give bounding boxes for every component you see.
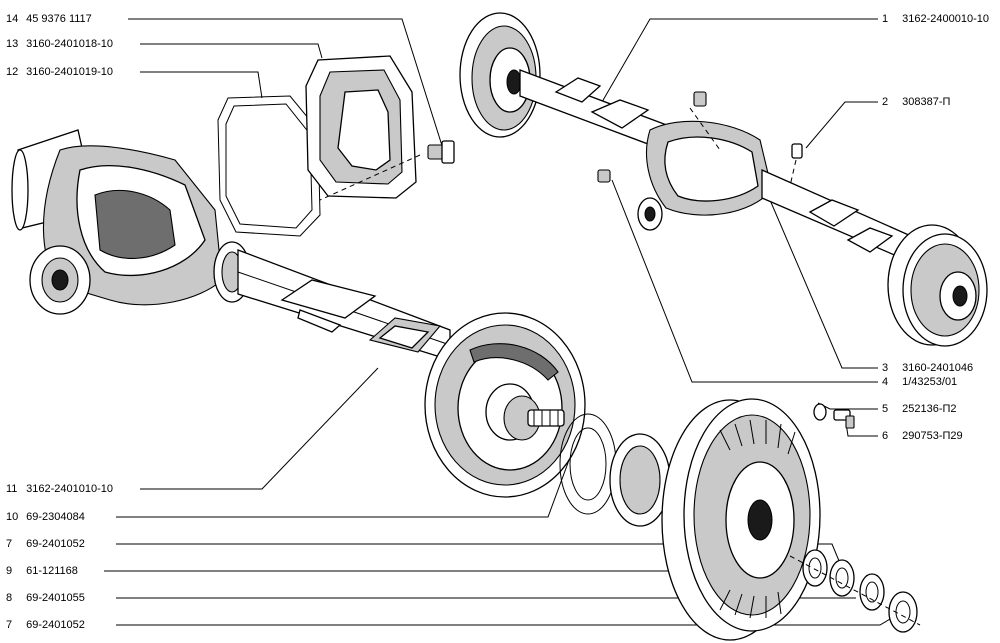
hub-nut-set bbox=[802, 549, 918, 633]
callout-5: 5 252136-П2 bbox=[882, 403, 957, 415]
cover-gasket bbox=[217, 95, 321, 237]
part-code: 3160-2401019-10 bbox=[26, 66, 113, 78]
part-code: 252136-П2 bbox=[902, 403, 957, 415]
part-code: 69-2304084 bbox=[26, 511, 85, 523]
callout-2: 2 308387-П bbox=[882, 96, 951, 108]
callout-10: 10 69-2304084 bbox=[6, 511, 85, 523]
brake-drum bbox=[661, 398, 821, 641]
oil-seal bbox=[609, 433, 671, 527]
callout-6: 6 290753-П29 bbox=[882, 430, 963, 442]
callout-3: 3 3160-2401046 bbox=[882, 362, 974, 374]
callout-12: 12 3160-2401019-10 bbox=[6, 66, 113, 78]
callout-8: 8 69-2401055 bbox=[6, 592, 85, 604]
hub-gasket bbox=[559, 413, 617, 515]
part-code: 3162-2400010-10 bbox=[902, 13, 989, 25]
part-code: 69-2401052 bbox=[26, 538, 85, 550]
rear-axle-housing-large bbox=[11, 129, 451, 361]
part-code: 3160-2401046 bbox=[902, 362, 974, 374]
part-code: 45 9376 1117 bbox=[26, 13, 92, 25]
part-code: 1/43253/01 bbox=[902, 376, 958, 388]
rear-axle-assembly-small bbox=[459, 12, 988, 347]
part-code: 290753-П29 bbox=[902, 430, 963, 442]
part-code: 3160-2401018-10 bbox=[26, 38, 113, 50]
callout-4: 4 1/43253/01 bbox=[882, 376, 958, 388]
callout-9: 9 61-121168 bbox=[6, 565, 78, 577]
part-code: 3162-2401010-10 bbox=[26, 483, 113, 495]
callout-7b: 7 69-2401052 bbox=[6, 619, 85, 631]
part-code: 69-2401055 bbox=[26, 592, 85, 604]
callout-1: 1 3162-2400010-10 bbox=[882, 13, 989, 25]
callout-13: 13 3160-2401018-10 bbox=[6, 38, 113, 50]
differential-cover bbox=[305, 55, 417, 199]
part-code: 69-2401052 bbox=[26, 619, 85, 631]
part-code: 61-121168 bbox=[26, 565, 78, 577]
brake-assembly-large bbox=[424, 312, 586, 498]
bolt-and-washer bbox=[813, 403, 855, 429]
drum-fins bbox=[719, 419, 796, 619]
drain-plug bbox=[427, 140, 455, 164]
callout-7a: 7 69-2401052 bbox=[6, 538, 85, 550]
callout-11: 11 3162-2401010-10 bbox=[6, 483, 113, 495]
part-code: 308387-П bbox=[902, 96, 951, 108]
callout-14: 14 45 9376 1117 bbox=[6, 13, 92, 25]
